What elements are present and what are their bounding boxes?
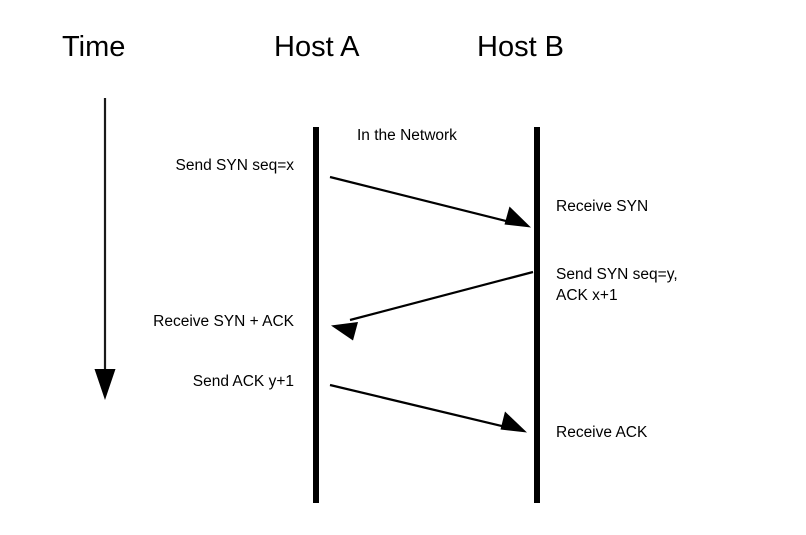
label-receive-syn: Receive SYN xyxy=(556,198,649,215)
time-axis-title: Time xyxy=(62,31,126,63)
label-receive-syn-ack: Receive SYN + ACK xyxy=(153,313,294,330)
label-send-syn-ack: Send SYN seq=y, ACK x+1 xyxy=(556,265,678,307)
label-receive-ack: Receive ACK xyxy=(556,424,648,441)
message-arrow-syn xyxy=(329,175,531,228)
time-axis-arrow xyxy=(94,98,116,400)
label-send-ack: Send ACK y+1 xyxy=(192,373,294,390)
message-arrow-syn-ack xyxy=(331,270,534,341)
label-send-syn-ack-line1: Send SYN seq=y, xyxy=(556,266,678,283)
host-b-lifeline xyxy=(534,127,540,503)
in-the-network-label: In the Network xyxy=(357,127,457,144)
host-a-lifeline xyxy=(313,127,319,503)
label-send-syn-ack-line2: ACK x+1 xyxy=(556,286,618,304)
host-a-title: Host A xyxy=(274,31,360,63)
label-send-syn: Send SYN seq=x xyxy=(175,157,294,174)
message-arrow-ack xyxy=(329,383,527,433)
host-b-title: Host B xyxy=(477,31,565,63)
